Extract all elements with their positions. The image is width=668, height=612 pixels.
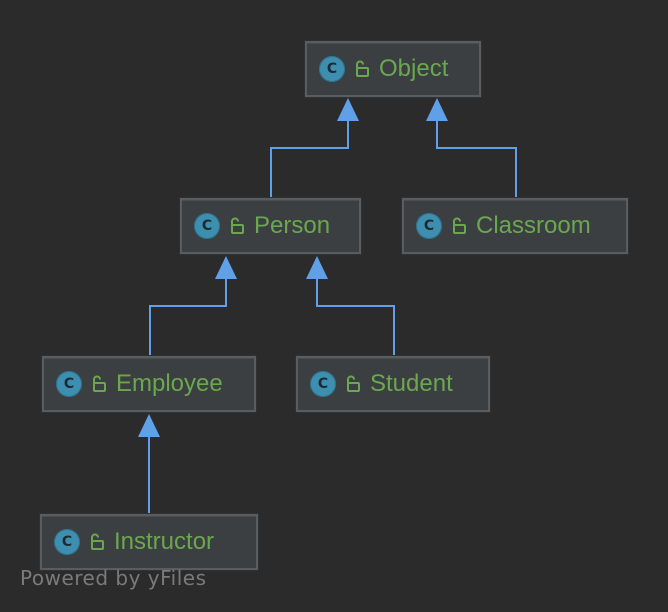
edge-student-person [316, 278, 395, 356]
arrowhead-student-person [306, 256, 328, 279]
class-icon: C [194, 213, 220, 239]
class-icon: C [54, 529, 80, 555]
edge-person-object [270, 120, 349, 198]
class-node-label: Classroom [476, 212, 591, 239]
class-node-person[interactable]: C Person [180, 198, 361, 254]
lock-open-icon [226, 215, 246, 237]
class-icon: C [310, 371, 336, 397]
class-icon: C [56, 371, 82, 397]
class-node-student[interactable]: C Student [296, 356, 490, 412]
class-node-classroom[interactable]: C Classroom [402, 198, 628, 254]
lock-open-icon [448, 215, 468, 237]
class-icon: C [319, 56, 345, 82]
class-node-label: Person [254, 212, 331, 239]
arrowhead-classroom-object [426, 98, 448, 121]
lock-open-icon [351, 58, 371, 80]
class-node-label: Object [379, 55, 449, 82]
arrowhead-person-object [337, 98, 359, 121]
class-node-label: Employee [116, 370, 223, 397]
lock-open-icon [342, 373, 362, 395]
class-node-employee[interactable]: C Employee [42, 356, 256, 412]
lock-open-icon [88, 373, 108, 395]
class-icon: C [416, 213, 442, 239]
class-node-object[interactable]: C Object [305, 41, 481, 97]
class-node-label: Student [370, 370, 453, 397]
edge-classroom-object [436, 120, 517, 198]
arrowhead-instructor-employee [138, 414, 160, 437]
class-node-instructor[interactable]: C Instructor [40, 514, 258, 570]
arrowhead-employee-person [215, 256, 237, 279]
watermark-text: Powered by yFiles [20, 566, 207, 590]
lock-open-icon [86, 531, 106, 553]
edge-employee-person [149, 278, 227, 356]
class-node-label: Instructor [114, 528, 215, 555]
